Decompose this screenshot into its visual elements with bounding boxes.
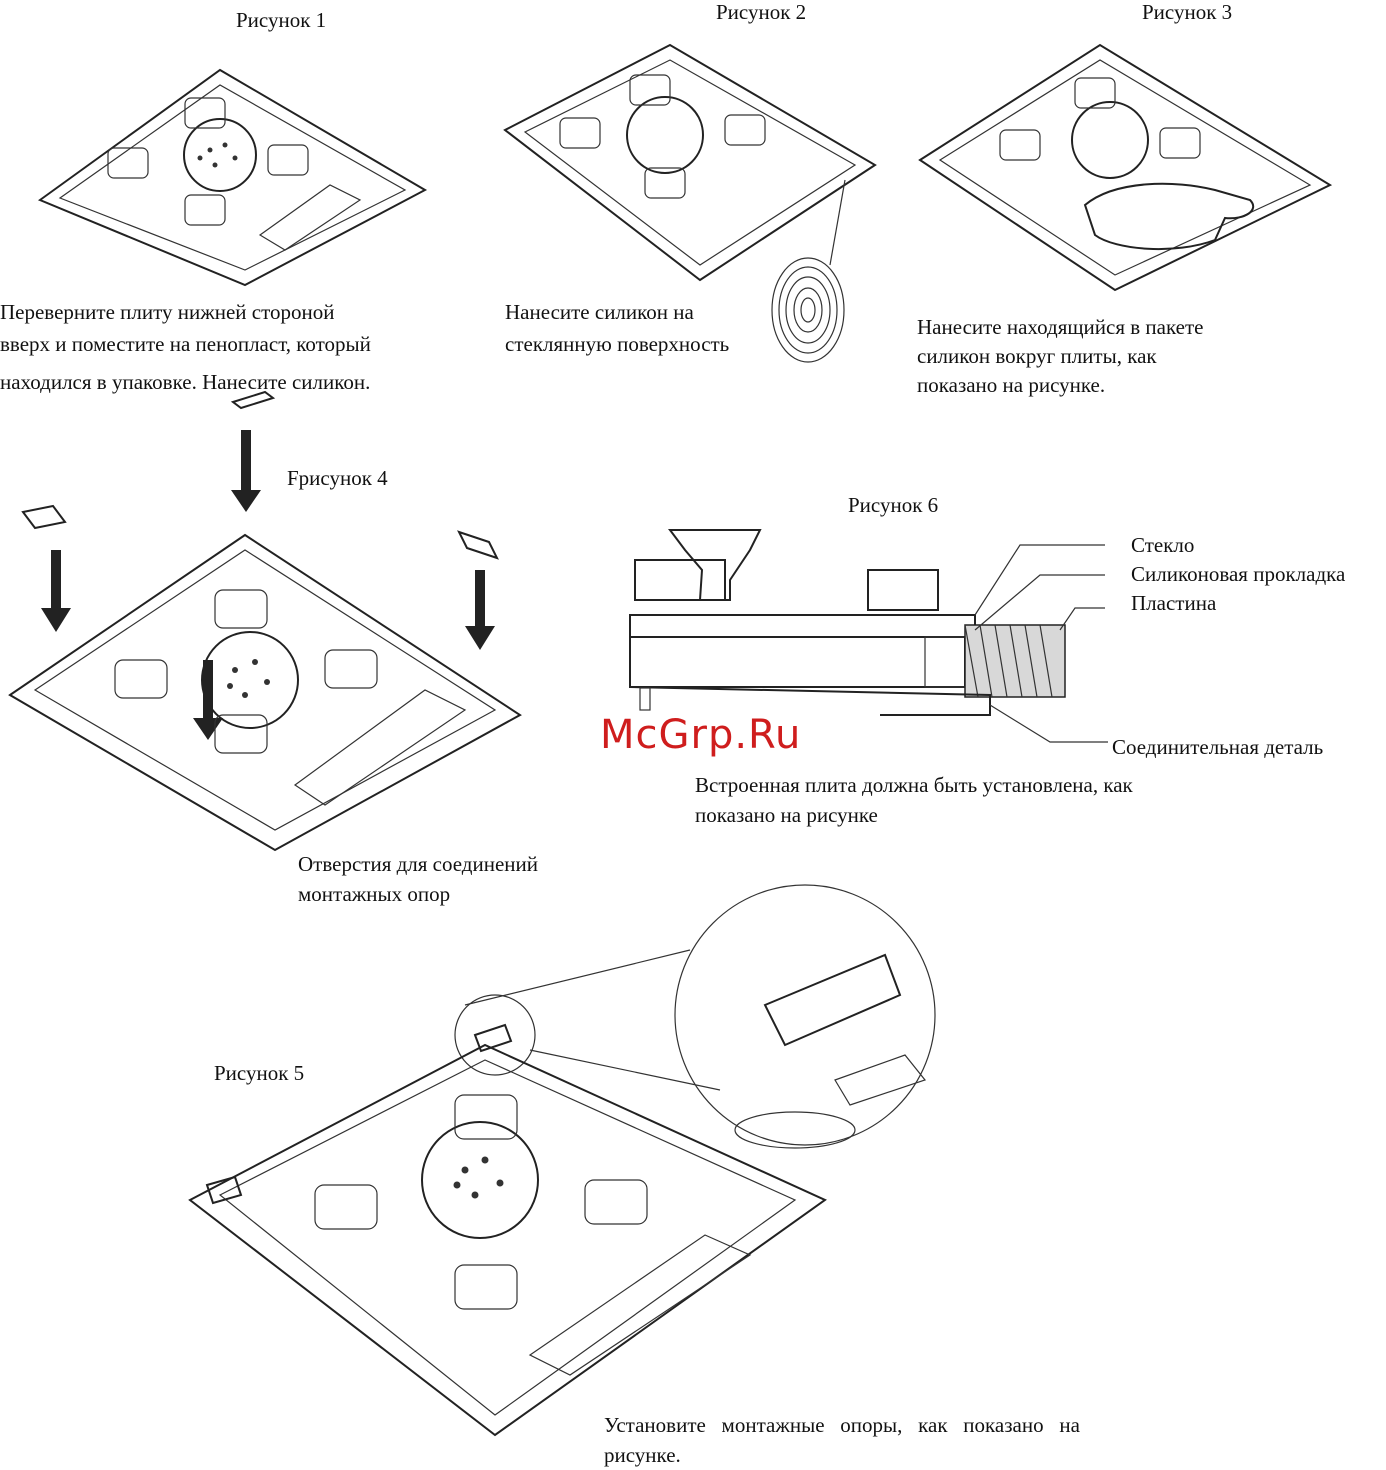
figure-4-caption: Fрисунок 4 — [287, 466, 388, 490]
figure-2-caption: Рисунок 2 — [716, 0, 807, 24]
figure-2-line-1: Нанесите силикон на — [505, 300, 694, 324]
figure-4-line-2: монтажных опор — [298, 882, 451, 906]
figure-4-hob-drawing — [8, 390, 522, 852]
figure-1-instructions: Переверните плиту нижней стороной вверх … — [0, 296, 371, 398]
figure-3-line-1: Нанесите находящийся в пакете — [917, 315, 1204, 339]
mounting-clip-icon — [205, 1023, 513, 1205]
figure-3-line-2: силикон вокруг плиты, как — [917, 344, 1157, 368]
label-silicone-gasket: Силиконовая прокладка — [1131, 562, 1346, 586]
figure-4-instructions: Отверстия для соединений монтажных опор — [298, 849, 538, 909]
figure-6-instructions: Встроенная плита должна быть установлена… — [695, 770, 1133, 830]
figure-6-section-drawing — [629, 529, 1108, 743]
figure-5-line-1: Установите монтажные опоры, как показано… — [604, 1413, 1080, 1437]
figure-1-hob-drawing — [37, 68, 428, 287]
figure-3-caption: Рисунок 3 — [1142, 0, 1233, 24]
mounting-clip-icon — [21, 390, 499, 560]
figure-6-caption: Рисунок 6 — [848, 493, 939, 517]
hand-icon — [1083, 182, 1255, 251]
figure-5-instructions: Установите монтажные опоры, как показано… — [604, 1410, 1164, 1470]
figure-2-line-2: стеклянную поверхность — [505, 332, 730, 356]
figure-1-line-1: Переверните плиту нижней стороной — [0, 300, 335, 324]
figure-1-line-3: находился в упаковке. Нанесите силикон. — [0, 370, 371, 394]
figure-5-caption: Рисунок 5 — [214, 1061, 305, 1085]
label-connector: Соединительная деталь — [1112, 735, 1324, 759]
figure-5-hob-drawing — [188, 884, 936, 1437]
figure-1-line-2: вверх и поместите на пенопласт, который — [0, 332, 371, 356]
label-glass: Стекло — [1131, 533, 1195, 557]
magnifier-inset — [454, 884, 936, 1149]
figure-5-line-2: рисунке. — [604, 1443, 681, 1467]
figure-2-instructions: Нанесите силикон на стеклянную поверхнос… — [505, 296, 729, 360]
figure-2-hob-drawing — [503, 43, 877, 363]
figure-4-line-1: Отверстия для соединений — [298, 852, 538, 876]
plate-hatch — [964, 624, 1066, 698]
silicone-coil-icon — [771, 179, 846, 363]
figure-3-hob-drawing — [918, 43, 1333, 292]
label-plate: Пластина — [1131, 591, 1217, 615]
figure-6-line-2: показано на рисунке — [695, 803, 878, 827]
figure-6-line-1: Встроенная плита должна быть установлена… — [695, 773, 1133, 797]
watermark: McGrp.Ru — [600, 712, 802, 758]
arrow-down-icon — [41, 430, 495, 740]
figure-3-instructions: Нанесите находящийся в пакете силикон во… — [917, 313, 1203, 400]
figure-3-line-3: показано на рисунке. — [917, 373, 1106, 397]
figure-1-caption: Рисунок 1 — [236, 8, 327, 32]
